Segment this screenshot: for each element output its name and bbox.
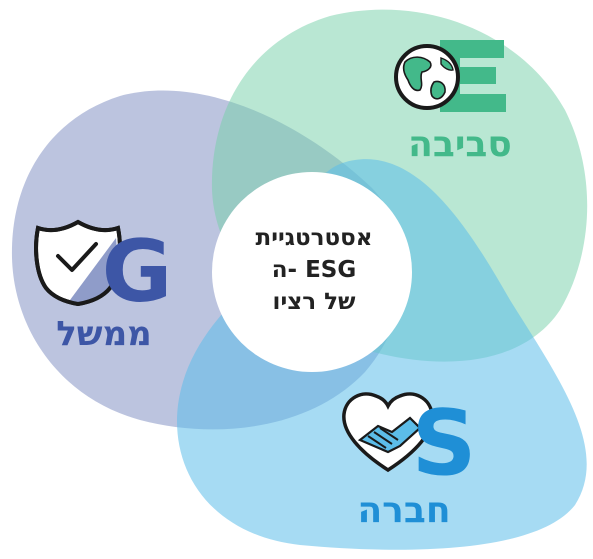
- center-circle: [212, 172, 412, 372]
- social-letter: S: [412, 391, 477, 496]
- globe-icon: [394, 44, 460, 110]
- environment-label: סביבה: [408, 124, 512, 165]
- center-title-line3: של רציו: [273, 289, 356, 315]
- center-title-line2: ה- ESG: [272, 257, 357, 283]
- shield-check-icon: [34, 219, 122, 307]
- social-label: חברה: [357, 490, 450, 531]
- heart-handshake-icon: [342, 392, 434, 473]
- center-title-line1: אסטרטגיית: [256, 225, 373, 251]
- governance-label: ממשל: [56, 314, 152, 354]
- governance-letter: G: [102, 222, 173, 322]
